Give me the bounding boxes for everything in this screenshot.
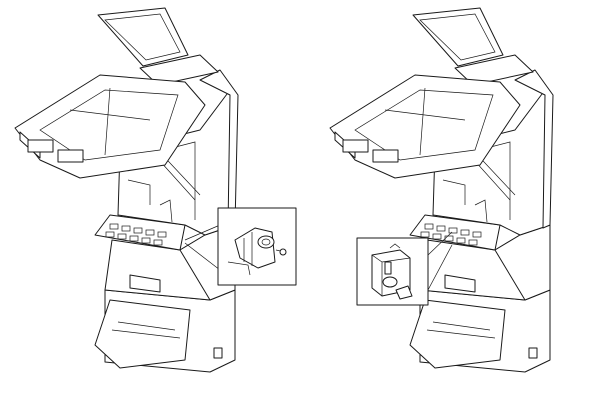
inset-latch-detail bbox=[217, 207, 297, 286]
cabinet-left bbox=[14, 7, 297, 373]
callout-line bbox=[184, 224, 221, 241]
callout-line bbox=[427, 231, 453, 256]
cabinet-right bbox=[329, 7, 554, 373]
callout-line bbox=[184, 242, 221, 271]
callout-line bbox=[427, 244, 453, 291]
inset-lock-detail bbox=[356, 237, 429, 306]
